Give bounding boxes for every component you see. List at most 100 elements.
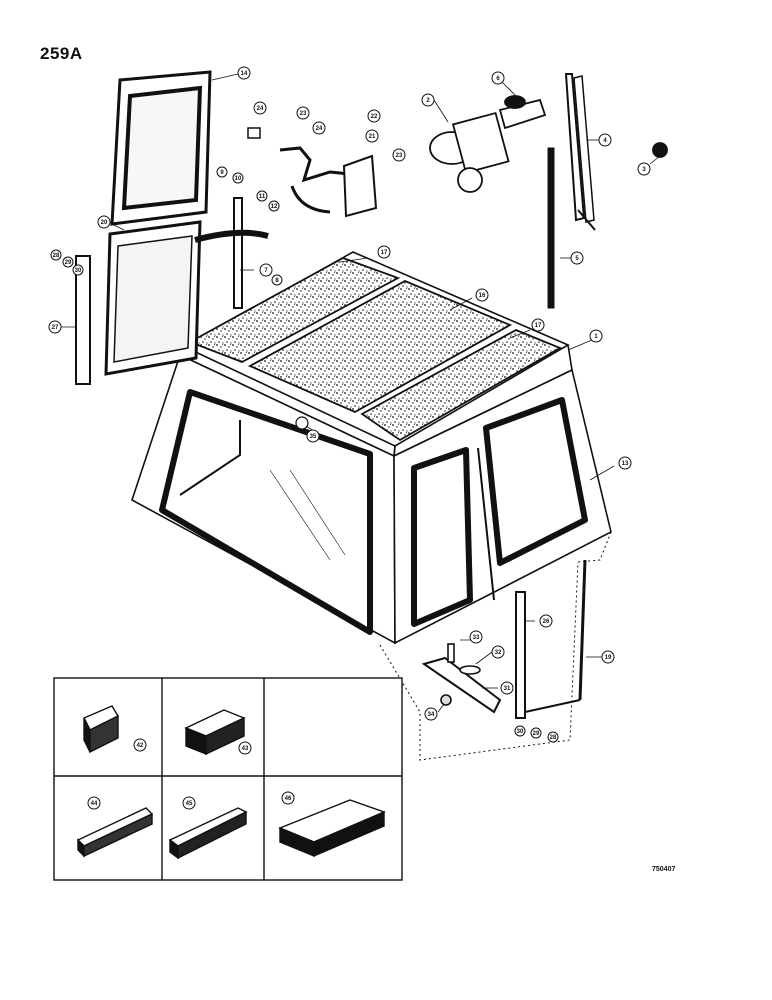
svg-text:27: 27 bbox=[52, 325, 59, 331]
callout-44: 44 bbox=[87, 796, 101, 810]
callout-28a: 28 bbox=[50, 249, 62, 261]
callout-27: 27 bbox=[48, 320, 62, 334]
callout-6: 6 bbox=[491, 71, 505, 85]
svg-text:2: 2 bbox=[426, 98, 430, 104]
svg-text:20: 20 bbox=[101, 220, 108, 226]
svg-text:14: 14 bbox=[241, 71, 248, 77]
page-number: 259A bbox=[40, 44, 83, 63]
callout-16: 16 bbox=[475, 288, 489, 302]
callout-29b: 29 bbox=[530, 727, 542, 739]
svg-text:1: 1 bbox=[594, 334, 598, 340]
svg-text:11: 11 bbox=[259, 194, 266, 200]
svg-text:23: 23 bbox=[300, 111, 307, 117]
callout-28b: 28 bbox=[547, 731, 559, 743]
callout-31: 31 bbox=[500, 681, 514, 695]
door-handle-latch bbox=[247, 127, 378, 218]
callout-17b: 17 bbox=[531, 318, 545, 332]
callout-11: 11 bbox=[256, 190, 268, 202]
callout-1: 1 bbox=[589, 329, 603, 343]
svg-text:16: 16 bbox=[479, 293, 486, 299]
callout-29a: 29 bbox=[62, 256, 74, 268]
callout-20: 20 bbox=[97, 215, 111, 229]
svg-text:24: 24 bbox=[257, 106, 264, 112]
hinge-27 bbox=[75, 255, 91, 385]
svg-text:17: 17 bbox=[381, 250, 388, 256]
wiper-assembly bbox=[429, 73, 668, 309]
callout-19: 19 bbox=[601, 650, 615, 664]
callout-33: 33 bbox=[469, 630, 483, 644]
callout-30b: 30 bbox=[514, 725, 526, 737]
callout-9: 9 bbox=[216, 166, 228, 178]
callout-12: 12 bbox=[268, 200, 280, 212]
callout-4: 4 bbox=[598, 133, 612, 147]
svg-text:29: 29 bbox=[65, 260, 72, 266]
svg-text:32: 32 bbox=[495, 650, 502, 656]
front-window-left bbox=[411, 447, 473, 627]
svg-text:24: 24 bbox=[316, 126, 323, 132]
svg-text:35: 35 bbox=[310, 434, 317, 440]
svg-text:28: 28 bbox=[550, 735, 557, 741]
svg-text:22: 22 bbox=[371, 114, 378, 120]
svg-text:4: 4 bbox=[603, 138, 607, 144]
svg-text:28: 28 bbox=[53, 253, 60, 259]
svg-text:43: 43 bbox=[242, 746, 249, 752]
door-catch bbox=[421, 559, 587, 719]
svg-text:3: 3 bbox=[642, 167, 646, 173]
wiper-blade-5 bbox=[547, 147, 555, 309]
callout-17a: 17 bbox=[377, 245, 391, 259]
callout-8: 8 bbox=[271, 274, 283, 286]
callout-14: 14 bbox=[237, 66, 251, 80]
svg-text:30: 30 bbox=[75, 268, 82, 274]
svg-text:30: 30 bbox=[517, 729, 524, 735]
callout-46: 46 bbox=[281, 791, 295, 805]
roof-pads bbox=[187, 257, 563, 442]
callout-5: 5 bbox=[570, 251, 584, 265]
callout-21: 21 bbox=[365, 129, 379, 143]
callout-45: 45 bbox=[182, 796, 196, 810]
svg-text:19: 19 bbox=[605, 655, 612, 661]
callout-42: 42 bbox=[133, 738, 147, 752]
svg-text:9: 9 bbox=[220, 170, 224, 176]
svg-text:10: 10 bbox=[235, 176, 242, 182]
callout-3: 3 bbox=[637, 162, 651, 176]
cab-windows bbox=[159, 389, 588, 635]
roof-pad-17-front bbox=[360, 329, 563, 442]
callouts: 1 2 3 4 5 6 7 8 9 10 11 12 13 14 16 17 1… bbox=[48, 66, 651, 810]
svg-text:44: 44 bbox=[91, 801, 98, 807]
callout-7: 7 bbox=[259, 263, 273, 277]
catch-plate-31 bbox=[421, 656, 502, 714]
callout-26: 26 bbox=[539, 614, 553, 628]
svg-text:8: 8 bbox=[275, 278, 279, 284]
callout-22: 22 bbox=[367, 109, 381, 123]
callout-34: 34 bbox=[424, 707, 438, 721]
svg-text:42: 42 bbox=[137, 743, 144, 749]
callout-43: 43 bbox=[238, 741, 252, 755]
svg-text:21: 21 bbox=[369, 134, 376, 140]
svg-text:33: 33 bbox=[473, 635, 480, 641]
svg-text:31: 31 bbox=[504, 686, 511, 692]
svg-text:23: 23 bbox=[396, 153, 403, 159]
svg-text:12: 12 bbox=[271, 204, 278, 210]
callout-2: 2 bbox=[421, 93, 435, 107]
callout-30a: 30 bbox=[72, 264, 84, 276]
callout-35: 35 bbox=[306, 429, 320, 443]
seal-inset-panel bbox=[53, 677, 403, 881]
svg-text:34: 34 bbox=[428, 712, 435, 718]
callout-24a: 24 bbox=[253, 101, 267, 115]
svg-text:17: 17 bbox=[535, 323, 542, 329]
callout-24b: 24 bbox=[312, 121, 326, 135]
svg-text:29: 29 bbox=[533, 731, 540, 737]
roof-pad-17-rear bbox=[187, 257, 401, 363]
callout-13: 13 bbox=[618, 456, 632, 470]
svg-text:26: 26 bbox=[543, 619, 550, 625]
callout-23b: 23 bbox=[392, 148, 406, 162]
drawing-code: 750407 bbox=[652, 866, 676, 873]
callout-23a: 23 bbox=[296, 106, 310, 120]
latch-21 bbox=[342, 154, 378, 218]
svg-text:45: 45 bbox=[186, 801, 193, 807]
roof-pad-16-center bbox=[247, 280, 513, 414]
left-window bbox=[159, 389, 373, 635]
svg-text:5: 5 bbox=[575, 256, 579, 262]
svg-text:13: 13 bbox=[622, 461, 629, 467]
